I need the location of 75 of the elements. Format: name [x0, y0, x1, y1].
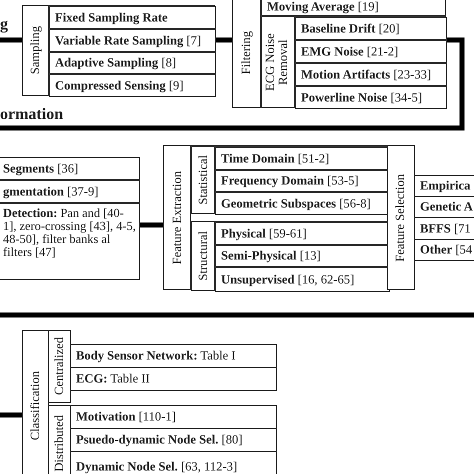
item-box [49, 52, 216, 74]
item-box [49, 29, 216, 52]
item-box [295, 63, 447, 86]
item-label: Compressed Sensing [9] [55, 79, 185, 92]
item-label: gmentation [37-9] [3, 185, 100, 198]
item-label: Other [54 [420, 244, 473, 256]
item-box [0, 157, 140, 180]
connector-line [140, 222, 163, 228]
connector-line [0, 38, 464, 130]
item-box [70, 344, 277, 368]
item-label: Adaptive Sampling [8] [55, 56, 178, 70]
item-label: Powerline Noise [34-5] [301, 91, 424, 104]
item-label: Semi-Physical [13] [221, 250, 322, 262]
item-label: Genetic A [420, 200, 473, 214]
connector-line [0, 412, 22, 418]
group-box [163, 145, 388, 290]
item-box [0, 203, 140, 280]
category-label: Feature Extraction [170, 170, 184, 264]
stage-heading: ormation [0, 106, 64, 124]
category-label: Sampling [29, 26, 42, 75]
group-box [191, 221, 389, 291]
item-label: Psuedo-dynamic Node Sel. [80] [76, 434, 244, 446]
item-label: Fixed Sampling Rate [55, 11, 169, 24]
group-box [22, 5, 215, 96]
item-label: Geometric Subspaces [56-8] [221, 197, 372, 210]
group-box [232, 0, 445, 108]
item-label: ECG: Table II [76, 372, 151, 386]
item-label: Body Sensor Network: Table I [76, 350, 237, 362]
item-box [70, 367, 277, 391]
item-box [295, 40, 447, 63]
category-label: Feature Selection [394, 174, 408, 262]
item-label: Variable Rate Sampling [7] [55, 34, 202, 47]
item-label: Moving Average [19] [267, 0, 380, 13]
item-box [49, 74, 216, 97]
category-label: Structural [196, 231, 210, 281]
item-box [215, 222, 390, 245]
item-label: Frequency Domain [53-5] [221, 174, 360, 188]
category-label: Distributed [52, 414, 66, 472]
category-column [48, 405, 71, 474]
item-box [215, 192, 390, 215]
category-label: Statistical [196, 155, 210, 205]
item-box [295, 86, 447, 109]
item-label: Time Domain [51-2] [221, 152, 330, 165]
item-box [261, 0, 446, 16]
category-label: ECG Noise Removal [264, 32, 291, 93]
category-label: Classification [28, 370, 42, 440]
category-label: Filtering [240, 30, 253, 74]
category-label: Centralized [52, 337, 66, 396]
category-column [22, 330, 49, 474]
item-box [70, 405, 277, 429]
item-label: Motion Artifacts [23-33] [301, 68, 432, 81]
item-box [49, 6, 216, 29]
item-label: Detection: Pan and [40-1], zero-crossing [43], 4-5, 48-50], filter banks al filters [47] [3, 207, 136, 259]
item-box [215, 170, 390, 192]
item-label: Baseline Drift [20] [301, 22, 401, 35]
category-column [48, 330, 71, 403]
group-box [261, 16, 446, 108]
item-box [295, 17, 447, 40]
item-box [215, 267, 390, 292]
item-label: Motivation [110-1] [76, 410, 177, 424]
item-label: Unsupervised [16, 62-65] [221, 273, 356, 286]
item-label: Empirica [420, 180, 472, 192]
item-box [215, 245, 390, 267]
connector-line [0, 38, 22, 42]
category-column [387, 145, 415, 290]
item-label: Dynamic Node Sel. [63, 112-3] [76, 460, 238, 473]
group-box [191, 146, 389, 214]
item-box [0, 180, 140, 203]
item-box [215, 147, 390, 170]
item-label: EMG Noise [21-2] [301, 45, 400, 58]
item-label: Segments [36] [3, 162, 80, 175]
item-label: BFFS [71 [420, 222, 472, 235]
item-label: Physical [59-61] [221, 227, 308, 240]
stage-heading: g [0, 16, 8, 34]
connector-line [215, 38, 232, 42]
